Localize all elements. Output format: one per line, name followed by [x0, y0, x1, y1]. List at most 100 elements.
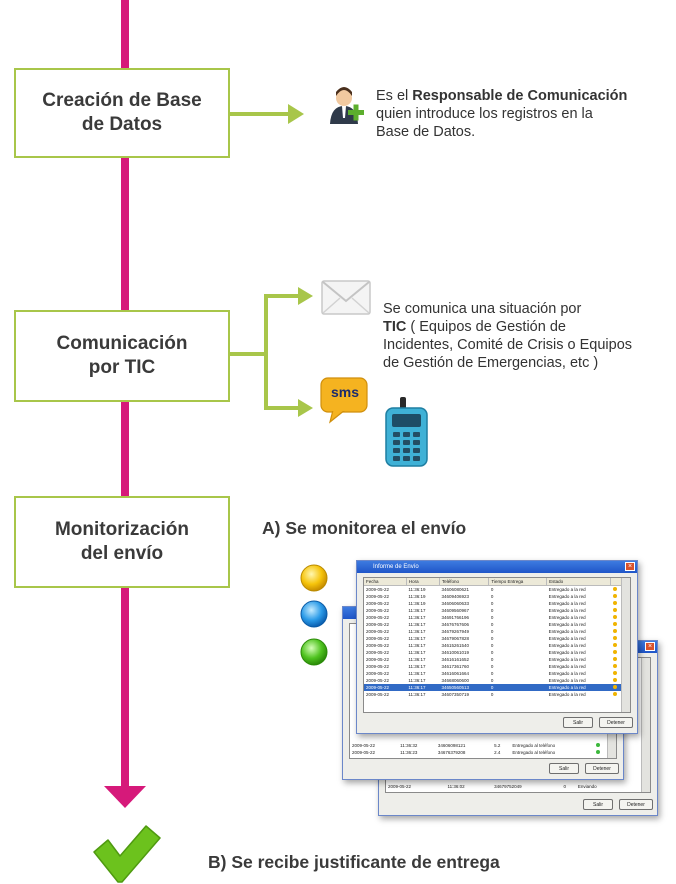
cell-status: Entregado a la red	[548, 643, 586, 648]
cell-time: 11:36:32	[400, 743, 418, 748]
cell-delivery-time: 0	[490, 587, 494, 592]
step1-desc-prefix: Es el	[376, 88, 413, 104]
cell-delivery-time: 0	[490, 601, 494, 606]
cell-status: Entregado a la red	[548, 692, 586, 697]
cell-status: Entregado a la red	[548, 657, 586, 662]
cell-time: 11:36:02	[447, 784, 465, 789]
receipt-heading: B) Se recibe justificante de entrega	[208, 852, 500, 872]
cell-time: 11:36:17	[408, 615, 426, 620]
close-icon[interactable]: ×	[645, 642, 655, 651]
status-dot-icon	[612, 636, 617, 640]
cell-time: 11:36:17	[408, 650, 426, 655]
cell-time: 11:36:17	[408, 692, 426, 697]
status-dot-icon	[612, 629, 617, 633]
step2-desc-bold: TIC	[383, 319, 407, 335]
report-window-front: Informe de Envío × Fecha Hora Teléfono T…	[356, 560, 638, 734]
close-icon[interactable]: ×	[625, 562, 635, 571]
sms-label: sms	[330, 384, 360, 400]
cell-time: 11:36:17	[408, 608, 426, 613]
step1-description: Es el Responsable de Comunicación quien …	[376, 87, 676, 141]
step2-desc-line3: Incidentes, Comité de Crisis o Equipos	[383, 337, 633, 353]
cell-date: 2009-05-22	[366, 615, 390, 620]
cell-date: 2009-05-22	[366, 594, 390, 599]
cell-time: 11:36:19	[408, 594, 426, 599]
column-header[interactable]: Hora	[406, 578, 441, 586]
table-header-row: Fecha Hora Teléfono Tiempo Entrega Estad…	[364, 578, 624, 586]
scrollbar[interactable]	[621, 578, 630, 712]
cell-phone: 34679067828	[441, 636, 470, 641]
step2-description: Se comunica una situación por TIC ( Equi…	[383, 300, 676, 372]
status-dot-icon	[612, 594, 617, 598]
cell-delivery-time: 0	[490, 608, 494, 613]
cell-status: Entregado a la red	[548, 636, 586, 641]
status-dot-icon	[595, 743, 600, 747]
cell-date: 2009-05-22	[366, 657, 390, 662]
cell-status: Entregado a la red	[546, 684, 611, 691]
stop-button[interactable]: Detener	[619, 799, 653, 810]
cell-phone: 34676767606	[441, 622, 470, 627]
cell-date: 2009-05-22	[366, 650, 390, 655]
cell-date: 2009-05-22	[352, 750, 376, 755]
step2-label-line2: por TIC	[88, 357, 156, 378]
cell-time: 11:36:17	[406, 684, 440, 691]
cell-time: 11:36:19	[408, 587, 426, 592]
scrollbar[interactable]	[641, 658, 650, 792]
step-monitorizacion-envio: Monitorización del envío	[14, 496, 230, 588]
cell-date: 2009-05-22	[388, 784, 412, 789]
cell-delivery-time: 0	[490, 650, 494, 655]
column-header[interactable]: Tiempo Entrega	[488, 578, 548, 586]
cell-time: 11:36:17	[408, 678, 426, 683]
table-row: 2009-05-22 11:36:32 34606098121 5.2 Entr…	[350, 742, 608, 749]
cell-phone: 34676379208	[437, 750, 466, 755]
status-dot-icon	[612, 608, 617, 612]
stop-button[interactable]: Detener	[585, 763, 619, 774]
cell-delivery-time: 0	[490, 594, 494, 599]
status-dot-icon	[612, 601, 617, 605]
exit-button[interactable]: Salir	[563, 717, 593, 728]
cell-status: Entregado a la red	[548, 622, 586, 627]
step2-desc-line2-rest: ( Equipos de Gestión de	[406, 319, 566, 335]
cell-phone: 34606080621	[441, 587, 470, 592]
cell-status: Entregado a la red	[548, 587, 586, 592]
stop-button[interactable]: Detener	[599, 717, 633, 728]
cell-phone: 34610061019	[441, 650, 470, 655]
cell-date: 2009-05-22	[366, 587, 390, 592]
step1-label-line2: de Datos	[81, 114, 163, 135]
cell-phone: 34606098121	[437, 743, 466, 748]
table-row[interactable]: 2009-05-22 11:36:19 34606080621 0 Entregado …	[364, 586, 624, 594]
column-header[interactable]: Estado	[546, 578, 612, 586]
cell-delivery-time: 0	[490, 629, 494, 634]
cell-time: 11:36:17	[408, 636, 426, 641]
cell-date: 2009-05-22	[364, 684, 407, 691]
cell-date: 2009-05-22	[366, 643, 390, 648]
status-dot-icon	[612, 615, 617, 619]
column-header[interactable]: Fecha	[364, 578, 407, 586]
cell-date: 2009-05-22	[366, 601, 390, 606]
column-header[interactable]: Teléfono	[439, 578, 490, 586]
report-window-grid: Fecha Hora Teléfono Tiempo Entrega Estad…	[363, 577, 631, 713]
exit-button[interactable]: Salir	[583, 799, 613, 810]
cell-status: Entregado a la red	[548, 601, 586, 606]
cell-phone: 34607350719	[441, 692, 470, 697]
cell-phone: 34606060633	[441, 601, 470, 606]
cell-time: 11:36:17	[408, 671, 426, 676]
exit-button[interactable]: Salir	[549, 763, 579, 774]
cell-status: Entregado a la red	[548, 615, 586, 620]
cell-date: 2009-05-22	[352, 743, 376, 748]
